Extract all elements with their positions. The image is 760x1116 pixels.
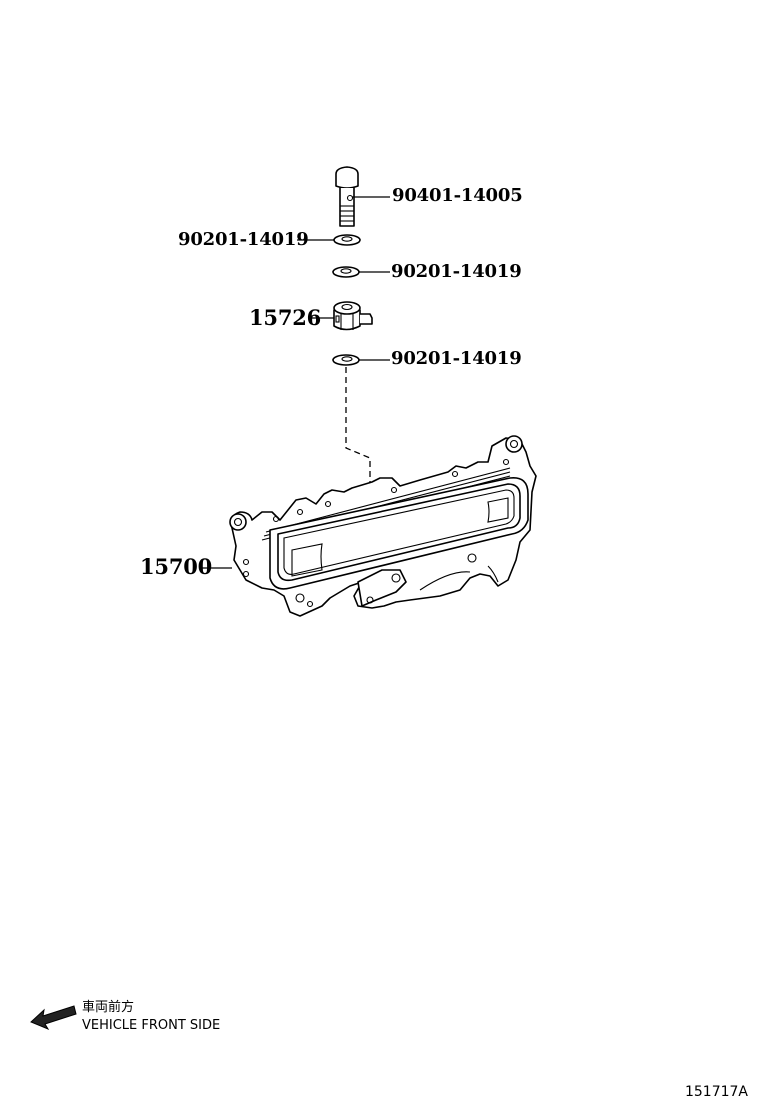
- illustration-number: 151717A: [684, 1084, 748, 1100]
- union-part[interactable]: [333, 301, 373, 331]
- label-oil-cooler-15700[interactable]: 15700: [140, 554, 213, 579]
- orientation-legend: 車両前方 VEHICLE FRONT SIDE: [82, 999, 220, 1035]
- label-union-15726[interactable]: 15726: [249, 305, 322, 330]
- washer-2-part[interactable]: [332, 266, 360, 278]
- washer-3-part[interactable]: [332, 354, 360, 366]
- bolt-part[interactable]: [335, 166, 359, 227]
- washer-1-part[interactable]: [333, 234, 361, 246]
- label-washer-3-90201-14019[interactable]: 90201-14019: [391, 348, 522, 369]
- oil-cooler-part[interactable]: [229, 435, 537, 617]
- label-washer-2-90201-14019[interactable]: 90201-14019: [391, 261, 522, 282]
- orientation-label-jp: 車両前方: [82, 1000, 135, 1015]
- orientation-label-en: VEHICLE FRONT SIDE: [82, 1018, 221, 1033]
- vehicle-front-arrow-icon: [30, 1005, 77, 1031]
- assembly-dashed-line: [345, 367, 371, 488]
- label-bolt-90401-14005[interactable]: 90401-14005: [392, 185, 523, 206]
- label-washer-1-90201-14019[interactable]: 90201-14019: [178, 229, 309, 250]
